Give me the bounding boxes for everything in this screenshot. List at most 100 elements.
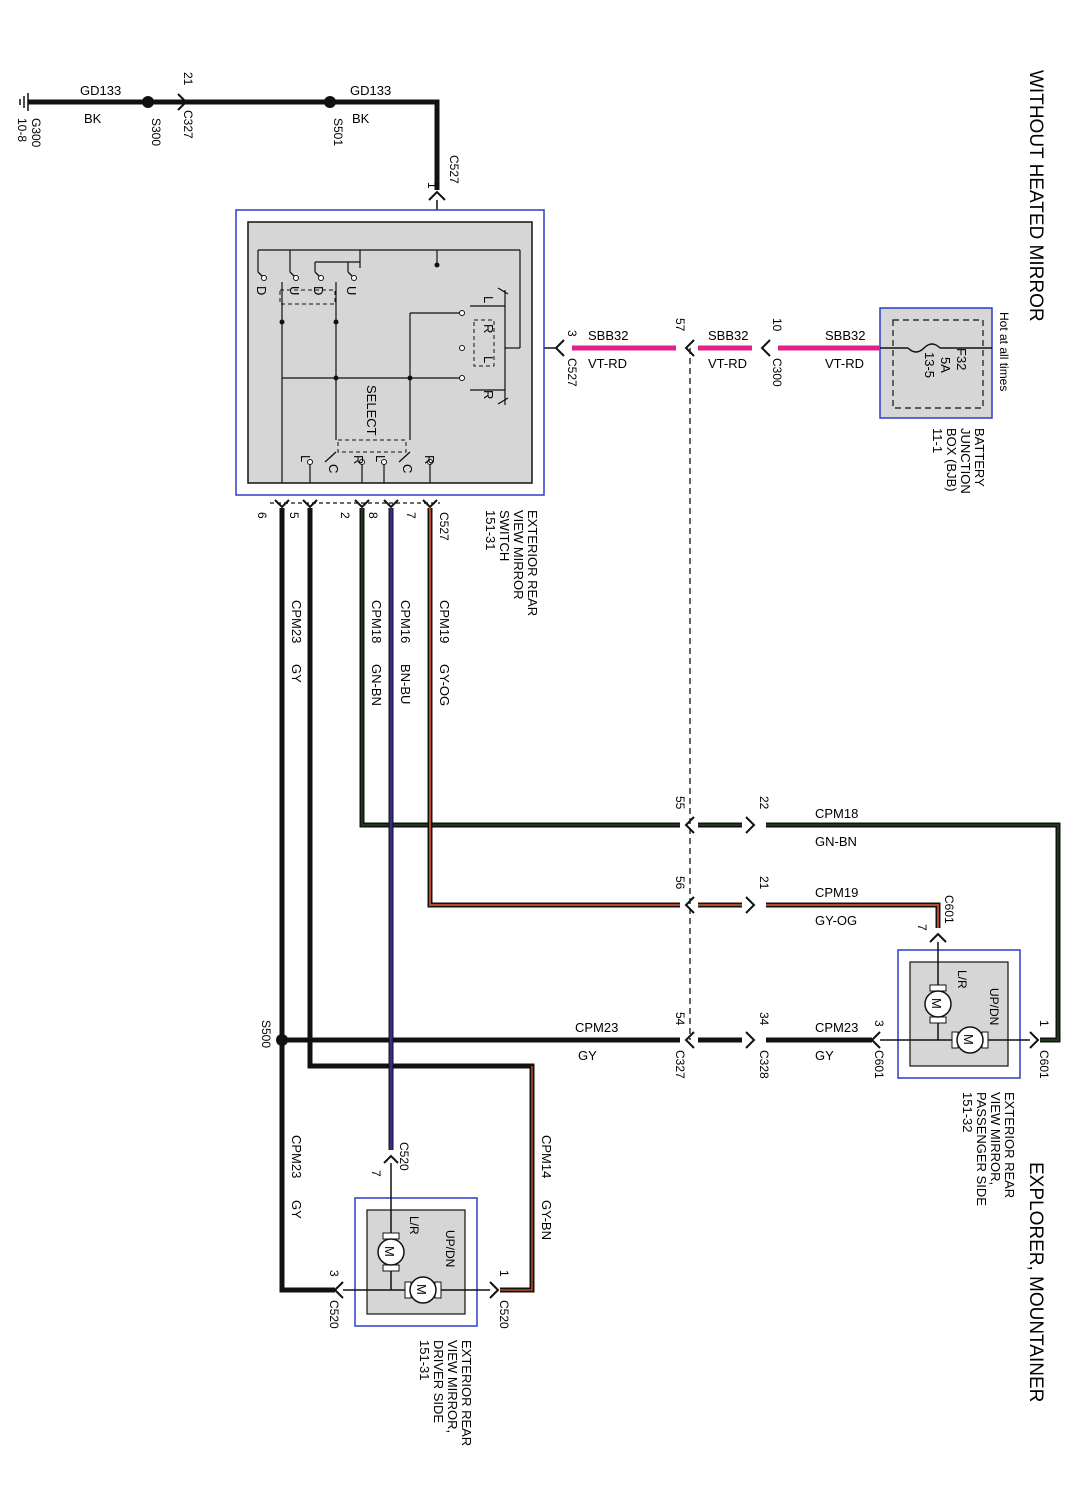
driver-name-3: DRIVER SIDE <box>431 1340 446 1423</box>
driver-updn: UP/DN <box>443 1230 457 1267</box>
label-gy-a: GY <box>289 664 304 683</box>
c527-feed-label: C527 <box>565 358 579 387</box>
pin-21: 21 <box>757 876 771 890</box>
label-bnbu: BN-BU <box>398 664 413 704</box>
passenger-name-1: EXTERIOR REAR <box>1002 1092 1017 1198</box>
passenger-pin1: 1 <box>1037 1020 1051 1027</box>
pin-54: 54 <box>673 1012 687 1026</box>
driver-mirror <box>343 1163 490 1327</box>
label-cpm23-a: CPM23 <box>289 600 304 643</box>
vtrd-label-3: VT-RD <box>588 356 627 371</box>
wire-cpm19 <box>427 508 680 908</box>
driver-motor-ud: M <box>414 1284 429 1295</box>
c327-label: C327 <box>181 110 195 139</box>
switch-u2: U <box>344 286 359 295</box>
switch-name-3: SWITCH <box>497 510 512 561</box>
inline-connectors <box>333 816 1040 1299</box>
battery-junction-box <box>879 307 993 419</box>
pin-22: 22 <box>757 796 771 810</box>
switch-name-2: VIEW MIRROR <box>511 510 526 600</box>
diagram-title: WITHOUT HEATED MIRROR <box>1025 70 1046 322</box>
fuse-5a: 5A <box>938 357 953 373</box>
label-gy-h2: GY <box>815 1048 834 1063</box>
mirror-switch <box>235 209 545 496</box>
switch-u1: U <box>287 286 302 295</box>
switch-pin-8: 8 <box>366 512 380 519</box>
switch-r2: R <box>481 390 496 399</box>
c327-bottom: C327 <box>673 1050 687 1079</box>
driver-name-ref: 151-31 <box>417 1340 432 1380</box>
bjb-name-3: BOX (BJB) <box>944 428 959 492</box>
label-gy-h1: GY <box>578 1048 597 1063</box>
driver-c520-left: C520 <box>327 1300 341 1329</box>
g300-ref: 10-8 <box>15 118 29 142</box>
passenger-motor-lr: M <box>929 998 944 1009</box>
sbb32-label-2: SBB32 <box>708 328 748 343</box>
driver-pin1: 1 <box>497 1270 511 1277</box>
label-gyog: GY-OG <box>437 664 452 706</box>
passenger-pin3: 3 <box>872 1020 886 1027</box>
passenger-c601-left: C601 <box>872 1050 886 1079</box>
label-gnbn: GN-BN <box>369 664 384 706</box>
gd133-left-label: GD133 <box>80 83 121 98</box>
switch-name-1: EXTERIOR REAR <box>525 510 540 616</box>
passenger-mirror <box>880 942 1030 1079</box>
s501-label: S501 <box>331 118 345 146</box>
switch-d2: D <box>311 286 326 295</box>
switch-pin-2: 2 <box>338 512 352 519</box>
switch-c527: C527 <box>437 512 451 541</box>
driver-name-1: EXTERIOR REAR <box>459 1340 474 1446</box>
switch-sel-l1: L <box>298 455 313 462</box>
passenger-name-ref: 151-32 <box>960 1092 975 1132</box>
label-cpm23-h1: CPM23 <box>575 1020 618 1035</box>
passenger-name-3: PASSENGER SIDE <box>974 1092 989 1206</box>
passenger-updn: UP/DN <box>987 988 1001 1025</box>
label-cpm14: CPM14 <box>539 1135 554 1178</box>
bk-left-label: BK <box>84 111 102 126</box>
vehicle-title: EXPLORER, MOUNTAINER <box>1025 1162 1046 1402</box>
gd133-right-label: GD133 <box>350 83 391 98</box>
bjb-name-ref: 11-1 <box>930 428 945 453</box>
c527-ground-pin: 1 <box>425 182 439 189</box>
switch-pin-5: 5 <box>287 512 301 519</box>
g300-label: G300 <box>29 118 43 148</box>
switch-sel-r2: R <box>422 455 437 464</box>
pin-55: 55 <box>673 796 687 810</box>
switch-d1: D <box>254 286 269 295</box>
driver-name-2: VIEW MIRROR, <box>445 1340 460 1433</box>
switch-l2: L <box>481 356 496 363</box>
switch-connector-c527 <box>270 499 440 509</box>
c527-feed-pin: 3 <box>565 330 579 337</box>
sbb32-label-1: SBB32 <box>825 328 865 343</box>
c327-pin: 21 <box>181 72 195 86</box>
label-gnbn-h: GN-BN <box>815 834 857 849</box>
switch-sel-r1: R <box>351 455 366 464</box>
driver-pin7: 7 <box>369 1170 383 1177</box>
label-cpm19-h: CPM19 <box>815 885 858 900</box>
label-gyog-h: GY-OG <box>815 913 857 928</box>
switch-r1: R <box>481 324 496 333</box>
pin-57: 57 <box>673 318 687 332</box>
pin-34: 34 <box>757 1012 771 1026</box>
passenger-pin7: 7 <box>915 924 929 931</box>
pin-56: 56 <box>673 876 687 890</box>
label-s500: S500 <box>259 1020 273 1048</box>
bjb-name-2: JUNCTION <box>958 428 973 494</box>
switch-sel-l2: L <box>373 455 388 462</box>
bjb-name-1: BATTERY <box>972 428 987 487</box>
switch-sel-c1: C <box>326 464 341 473</box>
driver-lr: L/R <box>407 1216 421 1235</box>
label-cpm19: CPM19 <box>437 600 452 643</box>
hot-at-all-times: Hot at all times <box>997 312 1011 391</box>
s300-label: S300 <box>149 118 163 146</box>
label-cpm23-h2: CPM23 <box>815 1020 858 1035</box>
label-cpm18: CPM18 <box>369 600 384 643</box>
sbb32-label-3: SBB32 <box>588 328 628 343</box>
wire-cpm14 <box>307 508 535 1293</box>
c328-bottom: C328 <box>757 1050 771 1079</box>
passenger-motor-ud: M <box>961 1034 976 1045</box>
passenger-c601-right: C601 <box>1037 1050 1051 1079</box>
driver-motor-lr: M <box>382 1246 397 1257</box>
switch-select: SELECT <box>364 385 379 436</box>
